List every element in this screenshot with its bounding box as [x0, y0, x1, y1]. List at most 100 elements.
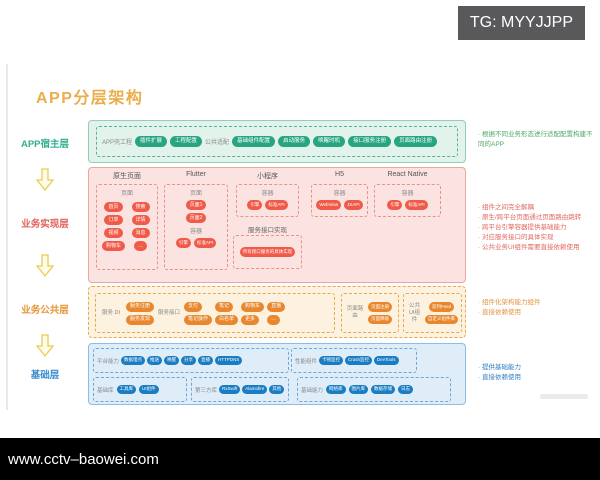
routing-label: 页面路由: [346, 306, 364, 319]
platform-capability-box: 平台能力 数据埋点 推送 唤醒 分享 直播 HTTPDNS: [93, 348, 289, 373]
chip-network-lib: 网络库: [326, 384, 346, 395]
bottom-bar-url: www.cctv–baowei.com: [8, 450, 159, 468]
service-impl-box: 所有接口服务的具体实现: [233, 235, 302, 269]
chip-rxswift: RxSwift: [219, 384, 241, 395]
chip-flutter-page: 页面2: [185, 213, 207, 223]
rn-box: 容器 引擎 标准API: [374, 184, 441, 217]
chip-project-config: 工程配置: [170, 135, 203, 148]
layer-implementation: 原生页面 Flutter 小程序 H5 React Native 页面 首页 搜…: [88, 167, 466, 283]
native-group-label: 页面: [120, 191, 133, 197]
chip-log: 日志: [398, 384, 414, 395]
base-libs-label: 基础库: [97, 387, 114, 394]
chip-feed-component: 双列Feed: [428, 302, 455, 312]
watermark-text: [540, 394, 588, 399]
chip-service-api: 购物车: [241, 301, 265, 312]
performance-box: 性能组件 卡顿监控 Crash监控 DevTools: [291, 348, 417, 373]
chip-share: 分享: [181, 355, 197, 366]
host-shell-box: APP壳工程 插件扩展 工程配置 公共适配 基础组件配置 启动服务 唤醒时机 接…: [96, 126, 458, 157]
common-ui-label: 公共UI组件: [408, 302, 420, 323]
chip-other-lib: 其他: [269, 384, 285, 395]
chip-devtools: DevTools: [374, 355, 399, 366]
service-di-api-box: 服务 DI 服务注册 服务发现 服务接口 支付 笔记 购物车 直播 笔记操作 白…: [95, 293, 335, 333]
chip-native-page: 搜索: [131, 202, 150, 212]
base-capability-label: 基础能力: [301, 387, 324, 394]
chip-service-register: 接口服务注册: [348, 135, 392, 148]
down-arrow-icon: [35, 168, 55, 192]
page-routing-box: 页面路由 页面注册 页面降级: [341, 293, 399, 333]
col-title-native: 原生页面: [113, 173, 141, 180]
diagram-title: APP分层架构: [36, 90, 144, 107]
chip-ui-components: UI组件: [139, 384, 159, 395]
chip-native-page: 购物车: [101, 241, 125, 251]
chip-wakeup-timing: 唤醒时机: [313, 135, 346, 148]
down-arrow-icon: [35, 334, 55, 358]
chip-rn-api: 标准API: [405, 200, 428, 210]
layer-base: 平台能力 数据埋点 推送 唤醒 分享 直播 HTTPDNS 性能组件 卡顿监控 …: [88, 343, 466, 405]
chip-service-api: 直播: [267, 301, 286, 312]
third-party-label: 第三方库: [195, 387, 218, 394]
chip-native-page: …: [134, 241, 147, 251]
native-pages-grid: 首页 搜索 订单 详情 视频 消息 购物车 …: [101, 202, 152, 251]
miniapp-box: 容器 引擎 标准API: [236, 184, 299, 217]
left-edge-divider: [6, 64, 8, 410]
chip-flutter-engine: 引擎: [175, 238, 191, 248]
adapt-label: 公共适配: [205, 140, 230, 146]
chip-service-discovery: 服务发现: [126, 314, 155, 325]
service-di-label: 服务 DI: [101, 309, 121, 316]
chip-miniapp-engine: 引擎: [247, 200, 263, 210]
chip-h5-webview: WebView: [316, 200, 342, 210]
chip-crash-monitor: Crash监控: [345, 355, 373, 366]
chip-native-page: 订单: [104, 215, 123, 225]
chip-rn-engine: 引擎: [387, 200, 403, 210]
chip-page-downgrade: 页面降级: [368, 314, 392, 324]
layer-common: 服务 DI 服务注册 服务发现 服务接口 支付 笔记 购物车 直播 笔记操作 白…: [88, 286, 466, 338]
rail-label-impl-layer: 业务实现层: [21, 219, 69, 230]
chip-native-page: 详情: [131, 215, 150, 225]
miniapp-container-label: 容器: [261, 191, 274, 197]
col-title-react-native: React Native: [387, 171, 428, 178]
service-impl-title: 服务接口实现: [248, 227, 287, 234]
service-api-label: 服务接口: [158, 309, 181, 316]
col-title-flutter: Flutter: [186, 171, 206, 178]
layer-host: APP壳工程 插件扩展 工程配置 公共适配 基础组件配置 启动服务 唤醒时机 接…: [88, 120, 466, 163]
chip-miniapp-api: 标准API: [265, 200, 288, 210]
rail-label-host-layer: APP宿主层: [20, 139, 70, 150]
chip-page-register: 页面注册: [368, 302, 392, 312]
flutter-page-label: 页面: [189, 191, 202, 197]
chip-service-api: 更多: [241, 314, 260, 325]
chip-flutter-page: 页面1: [185, 200, 207, 210]
chip-service-api: 笔记操作: [184, 314, 213, 325]
chip-utils-lib: 工具库: [116, 384, 137, 395]
shell-label: APP壳工程: [102, 140, 133, 146]
base-libs-box: 基础库 工具库 UI组件: [93, 377, 187, 402]
chip-native-page: 消息: [131, 228, 150, 238]
bottom-bar: www.cctv–baowei.com: [0, 438, 600, 480]
chip-alamofire: Alamofire: [242, 384, 268, 395]
chip-route-register: 页面路由注册: [394, 135, 438, 148]
col-title-h5: H5: [335, 171, 344, 178]
platform-label: 平台能力: [97, 358, 120, 365]
down-arrow-icon: [35, 254, 55, 278]
flutter-box: 页面 页面1 页面2 容器 引擎 标准API: [164, 184, 228, 270]
common-ui-box: 公共UI组件 双列Feed 自定义组件库: [403, 293, 462, 333]
chip-service-api: 支付: [184, 301, 203, 312]
chip-h5-jsapi: JSAPI: [344, 200, 363, 210]
chip-service-api: 白名单: [215, 314, 239, 325]
chip-httpdns: HTTPDNS: [215, 355, 243, 366]
note-base-layer: 提供基础能力 直接依赖使用: [478, 363, 596, 383]
chip-push: 推送: [147, 355, 163, 366]
chip-lag-monitor: 卡顿监控: [319, 355, 344, 366]
chip-native-page: 首页: [104, 202, 123, 212]
flutter-container-label: 容器: [189, 229, 202, 235]
chip-startup-service: 启动服务: [278, 135, 311, 148]
chip-native-page: 视频: [104, 228, 123, 238]
chip-live: 直播: [198, 355, 214, 366]
chip-base-component-config: 基础组件配置: [232, 135, 276, 148]
h5-container-label: 容器: [333, 191, 346, 197]
chip-service-impl: 所有接口服务的具体实现: [239, 247, 296, 257]
chip-analytics: 数据埋点: [121, 355, 146, 366]
col-title-miniapp: 小程序: [257, 173, 278, 180]
chip-image-lib: 图片库: [348, 384, 369, 395]
chip-flutter-api: 标准API: [193, 238, 217, 248]
